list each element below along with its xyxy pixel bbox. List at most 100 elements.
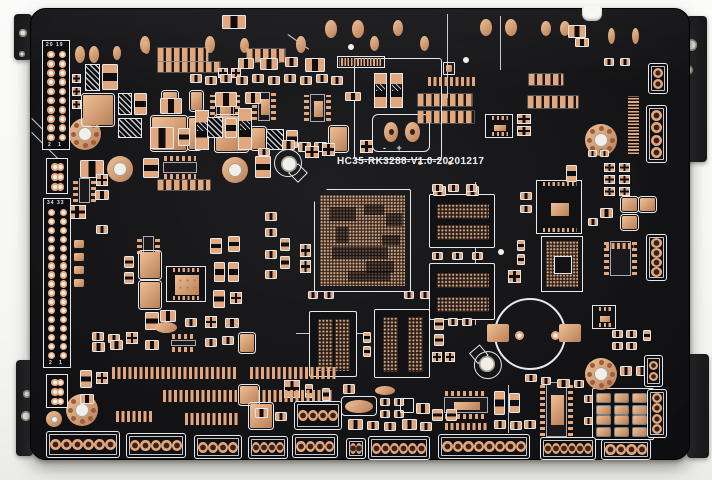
silkscreen-box [400, 398, 414, 413]
soic-ic-footprint [304, 93, 331, 123]
header-pin-pad [48, 307, 56, 315]
pad-row [246, 390, 334, 402]
passive-footprint [80, 160, 104, 178]
soic-ic-footprint [604, 240, 637, 277]
passive-footprint [205, 76, 217, 85]
passive-footprint [160, 310, 176, 322]
connector-pin-pad [72, 439, 83, 450]
mounting-hole-via [590, 379, 596, 385]
board-edge-notch [582, 6, 602, 21]
fiducial-dot [498, 249, 504, 255]
header-pin-pad [47, 115, 55, 123]
passive-footprint [380, 398, 390, 406]
connector-inner [349, 441, 363, 456]
smd-pad-oval [155, 322, 177, 333]
passive-footprint [416, 403, 430, 414]
smd-pad [74, 279, 84, 287]
mounting-hole-via [610, 371, 615, 377]
polarity-hatch [207, 117, 223, 138]
connector-footprint [648, 63, 668, 94]
soic-pins [91, 179, 96, 202]
smd-pad-oval [375, 386, 395, 395]
connector-pin-pad [324, 440, 334, 452]
smd-pad-oval [205, 36, 215, 53]
breakaway-tab [14, 14, 32, 60]
connector-pin-pad [381, 442, 390, 454]
drill-hole [113, 162, 127, 176]
qfn-pins [599, 323, 611, 327]
pad-row [158, 180, 210, 190]
pad-grid-pad [632, 405, 647, 415]
smd-pad [237, 383, 261, 407]
header-pin-pad [47, 106, 55, 114]
smd-pad-oval [405, 122, 420, 142]
connector-pin-pad [584, 443, 592, 454]
mounting-hole-via [71, 399, 77, 405]
qfn-center-pad [494, 124, 506, 131]
via-cluster [126, 332, 138, 344]
smd-pad-oval [89, 46, 99, 63]
header-pin-pad [51, 163, 59, 171]
smd-pad-oval [75, 46, 85, 63]
passive-footprint [102, 64, 118, 90]
connector-footprint [646, 105, 667, 163]
connector-pin-pad [651, 146, 662, 158]
passive-footprint [80, 394, 94, 404]
passive-footprint [285, 57, 298, 67]
battery-pin-hole [551, 331, 560, 340]
passive-footprint [626, 342, 637, 350]
drill-hole [594, 367, 608, 381]
connector-pin-pad [651, 122, 662, 134]
fiducial-dot [463, 57, 469, 63]
header-pin-pad [51, 388, 59, 396]
soic-pins [137, 237, 142, 254]
passive-footprint [215, 92, 237, 107]
soic-pins [210, 95, 215, 121]
passive-footprint [472, 252, 483, 260]
qfn-pins [173, 296, 201, 300]
passive-footprint [268, 76, 280, 85]
pad-grid-pad [614, 393, 629, 403]
mounting-hole-via [606, 379, 612, 385]
bga-dark-patch [386, 213, 402, 226]
passive-footprint [462, 318, 472, 326]
bga-dark-patch [364, 205, 384, 215]
pad-row [158, 48, 208, 61]
header-pin-pad [59, 217, 67, 226]
connector-pin-pad [171, 440, 183, 451]
passive-footprint [96, 225, 108, 234]
passive-footprint [494, 420, 506, 429]
passive-footprint [238, 58, 254, 69]
soic-body [310, 94, 325, 122]
passive-footprint [363, 332, 371, 343]
via-cluster [305, 146, 319, 158]
soic-body [610, 241, 631, 276]
header-pin-pad [47, 87, 55, 96]
passive-footprint [432, 409, 443, 421]
smd-pad-oval [560, 21, 570, 36]
fiducial-hole [272, 147, 308, 183]
smd-pad-oval [296, 36, 306, 53]
polarity-hatch [376, 83, 385, 92]
header-pin-pad [51, 378, 59, 387]
smd-pad [137, 279, 163, 311]
passive-footprint [466, 184, 477, 192]
drill-hole [50, 415, 58, 423]
smd-pad [237, 331, 257, 355]
silkscreen-line [447, 14, 448, 98]
connector-pin-pad [442, 441, 453, 452]
connector-inner [129, 436, 183, 455]
ddr-ball-band [437, 273, 489, 288]
passive-footprint [95, 190, 109, 200]
smd-pad-oval [370, 36, 379, 51]
soic-pins [326, 95, 331, 121]
passive-footprint [322, 388, 330, 401]
battery-pin-hole [515, 331, 524, 340]
battery-pad [487, 324, 509, 342]
soic-center-pad [550, 395, 564, 426]
pad-hole [388, 129, 394, 135]
pad-grid-pad [632, 427, 647, 437]
passive-footprint [92, 332, 104, 341]
tab-hole [21, 411, 31, 421]
connector-pin-pad [105, 439, 116, 450]
